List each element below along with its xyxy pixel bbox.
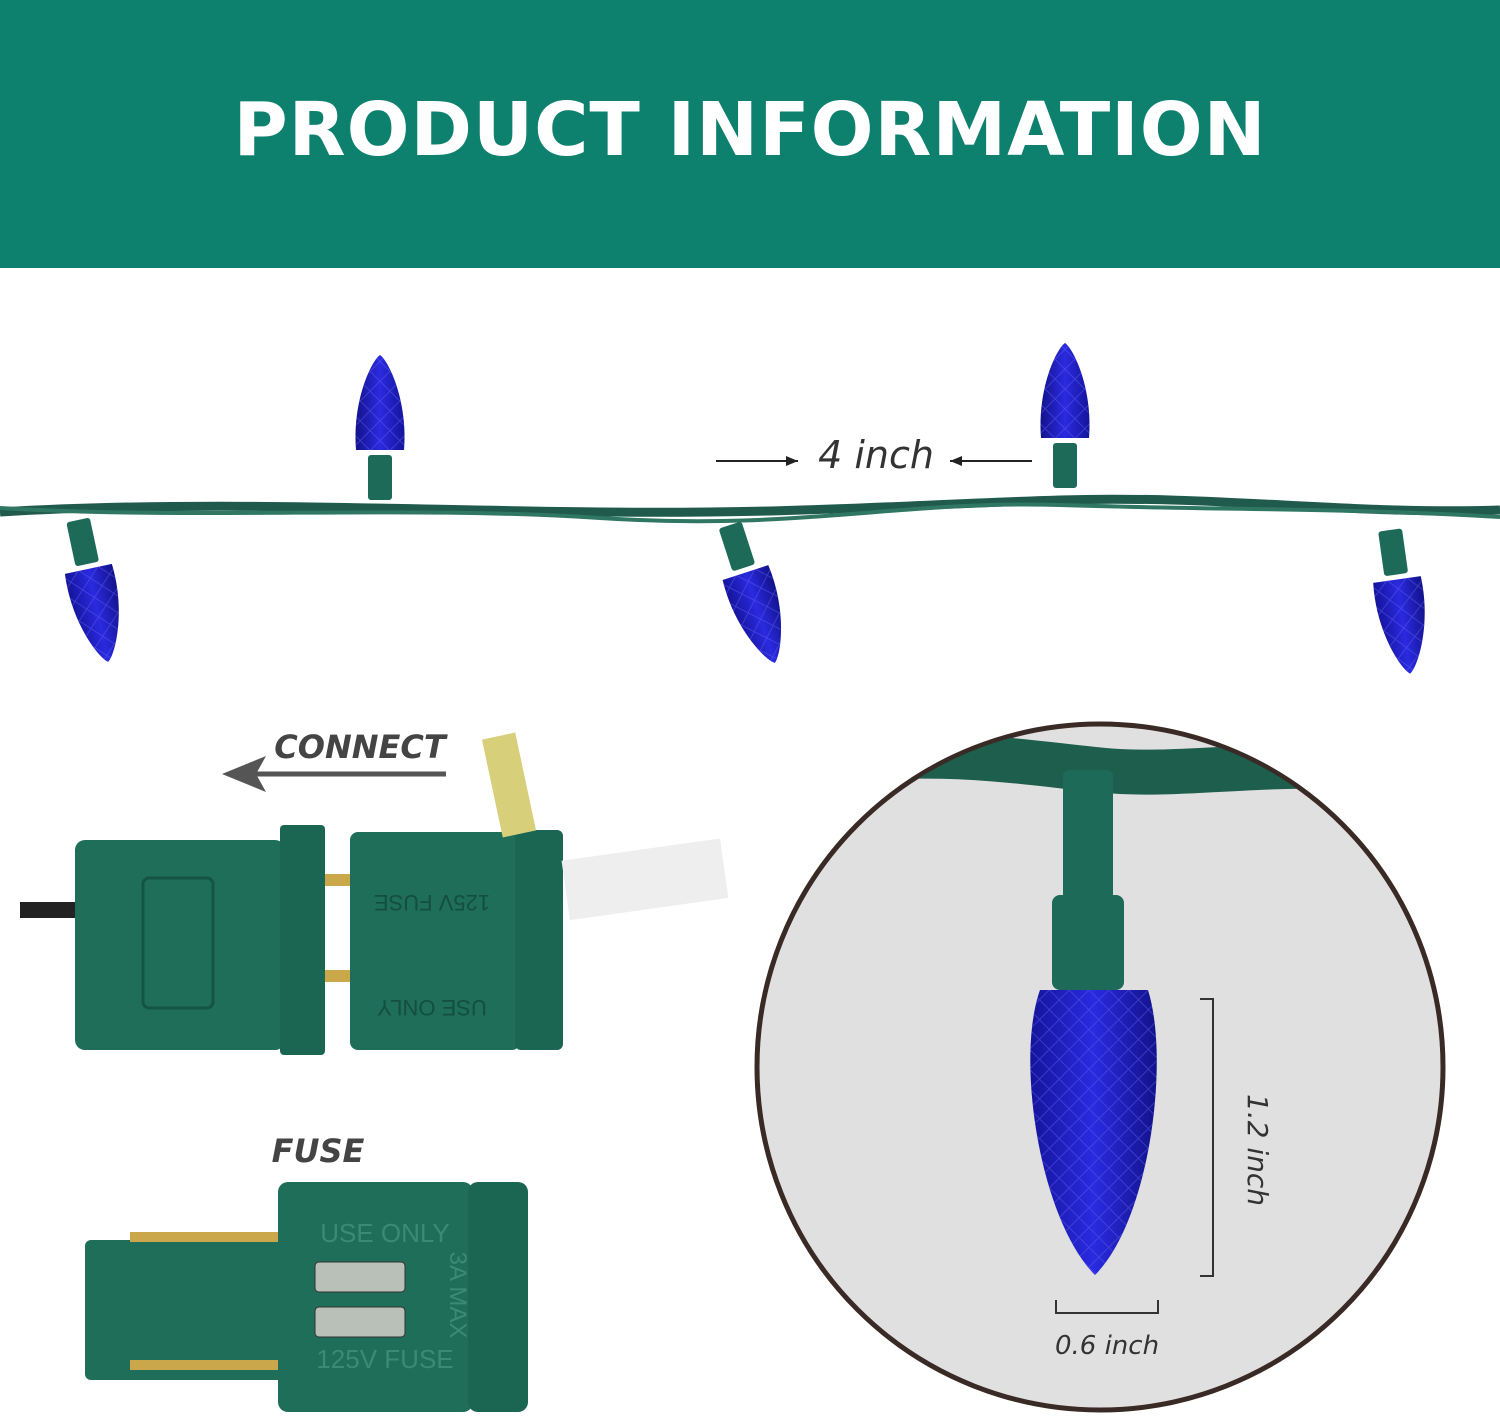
bulb-height-label: 1.2 inch (1241, 1094, 1274, 1206)
fuse-label: FUSE (272, 1132, 365, 1170)
spacing-label: 4 inch (818, 433, 934, 477)
male-plug (20, 825, 353, 1055)
fuse-rating-text: 125V FUSE (316, 1344, 453, 1374)
bulb-width-label: 0.6 inch (1055, 1331, 1159, 1361)
light-string-wire (0, 494, 1500, 524)
fuse-plug: USE ONLY 3A MAX 125V FUSE (85, 1182, 528, 1412)
fuse-max-text: 3A MAX (444, 1252, 471, 1339)
plug-use-only-text: USE ONLY (377, 995, 487, 1020)
connect-label: CONNECT (274, 728, 448, 766)
female-socket: 125V FUSE USE ONLY (350, 732, 729, 1050)
plug-rating-text: 125V FUSE (374, 890, 490, 915)
connect-annotation: CONNECT (222, 728, 448, 792)
product-illustration: 4 inch CONNECT 125V FUSE USE ONLY FUSE U… (0, 343, 1500, 1413)
header-banner: PRODUCT INFORMATION (0, 0, 1500, 268)
fuse-use-only-text: USE ONLY (320, 1218, 450, 1248)
page-title: PRODUCT INFORMATION (233, 87, 1267, 173)
spacing-annotation: 4 inch (716, 433, 1032, 477)
bulb-closeup: 1.2 inch 0.6 inch (754, 721, 1446, 1413)
